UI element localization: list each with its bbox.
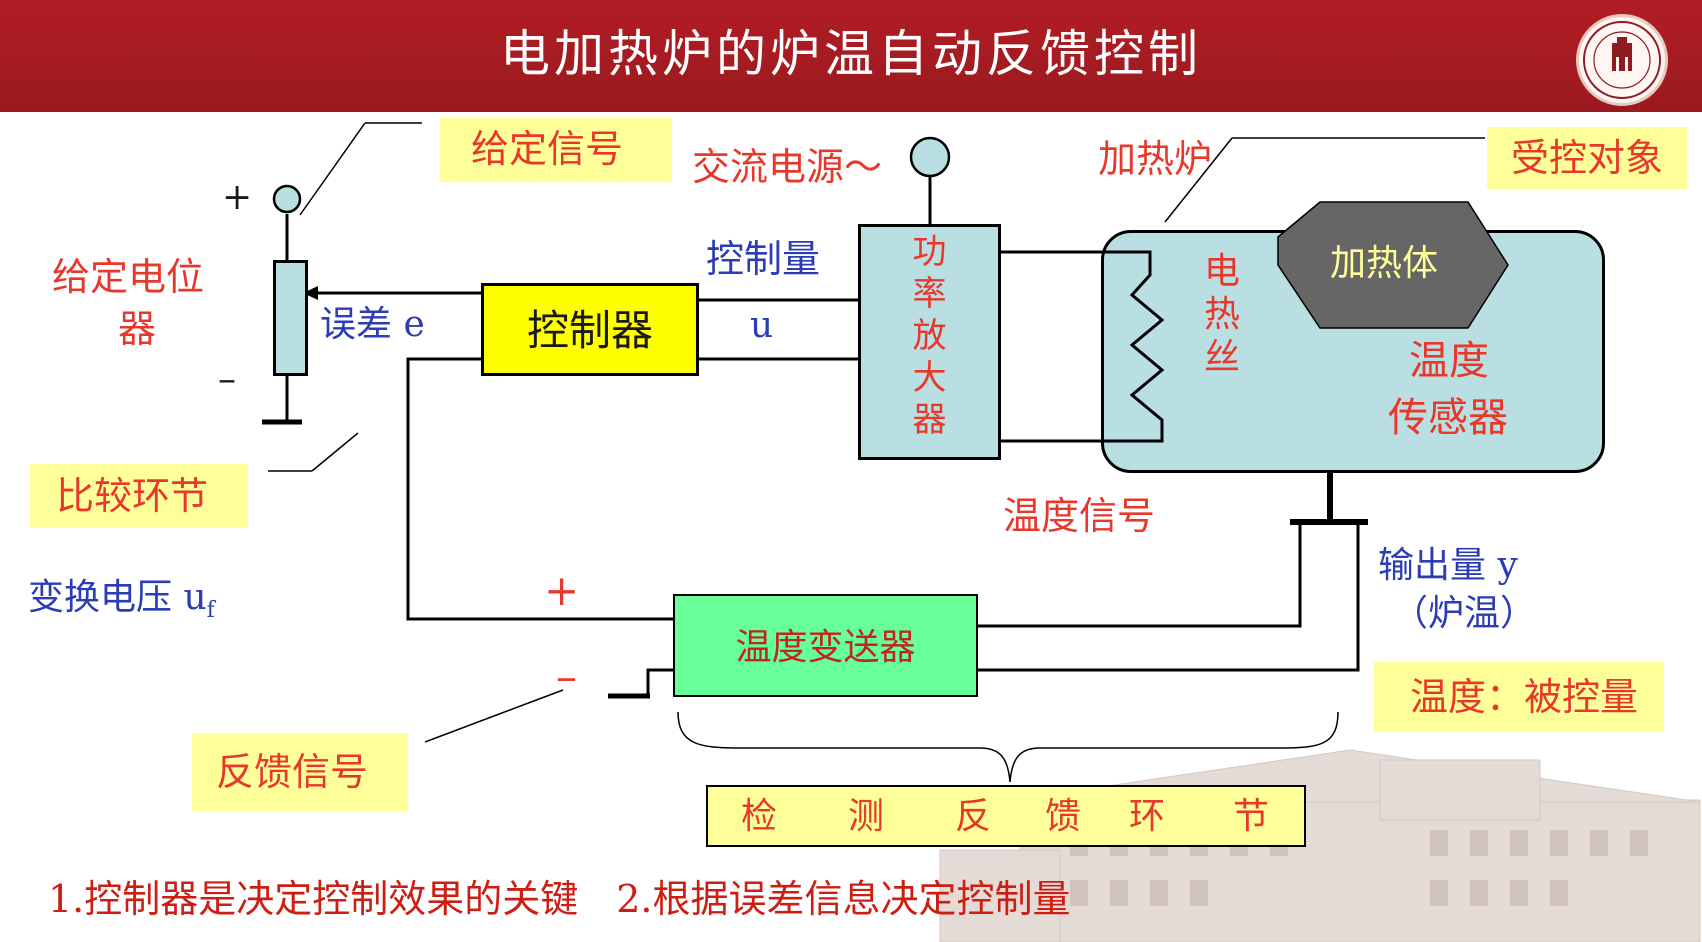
title-bar: 电加热炉的炉温自动反馈控制 [0,0,1702,112]
heating-wire-char-3: 丝 [1204,337,1241,378]
sensor-to-transmitter-wire-2 [978,524,1360,672]
detect-brace [677,711,1339,783]
transmitter-label: 温度变送器 [735,627,916,668]
power-amplifier-box: 功 率 放 大 器 [858,224,1001,460]
controlled-quantity-label: 温度：被控量 [1410,675,1639,719]
given-signal-box: 给定信号 [440,118,672,182]
footer-note: 1.控制器是决定控制效果的关键 2.根据误差信息决定控制量 [48,877,1071,921]
furnace-temp-label: （炉温） [1392,593,1537,634]
feedback-plus-wire [406,357,673,621]
feedback-plus-sign: + [544,566,580,615]
amplifier-char-4: 大 [912,358,947,398]
error-arrowhead [303,286,318,300]
amplifier-char-3: 放 [912,316,947,356]
detect-feedback-box: 检 测 反 馈 环 节 [706,785,1306,847]
control-quantity-label: 控制量 [706,237,821,281]
detect-char-4: 馈 [1045,796,1082,837]
error-label: 误差 e [320,304,425,345]
given-potentiometer [273,260,308,376]
controlled-object-label: 受控对象 [1511,136,1664,180]
given-pot-label-line2: 器 [118,307,157,351]
sensor-label-line1: 温度 [1409,338,1489,384]
temperature-signal-label: 温度信号 [1003,494,1156,538]
university-seal-icon [1576,14,1668,106]
controlled-object-box: 受控对象 [1487,127,1687,189]
leader-given-signal [299,122,366,216]
heating-wire-char-1: 电 [1204,251,1241,292]
pot-plus-sign: + [222,177,253,218]
detect-char-3: 反 [955,796,992,837]
feedback-minus-sign: – [556,652,577,701]
feedback-signal-label: 反馈信号 [216,750,369,794]
pot-terminal [272,184,302,214]
feedback-signal-box: 反馈信号 [192,733,408,811]
detect-char-5: 环 [1129,796,1166,837]
control-u-label: u [750,305,774,346]
detect-char-6: 节 [1233,796,1270,837]
heater-label: 加热体 [1330,243,1439,284]
pot-minus-sign: – [218,359,236,400]
ac-power-terminal [909,136,951,178]
controlled-quantity-box: 温度：被控量 [1374,662,1664,732]
controller-box: 控制器 [481,283,699,376]
detect-char-1: 检 [741,796,778,837]
leader-feedback [424,689,564,743]
leader-furnace [1164,137,1233,223]
heating-wire-char-2: 热 [1204,294,1241,335]
feedback-minus-wire [646,668,673,694]
amplifier-char-2: 率 [912,274,947,314]
compare-label: 比较环节 [56,474,209,518]
furnace-label: 加热炉 [1098,137,1213,181]
given-pot-label-line1: 给定电位 [52,255,205,299]
output-quantity-label: 输出量 y [1378,545,1518,586]
amplifier-char-1: 功 [912,232,947,272]
compare-box: 比较环节 [30,464,248,528]
heater-hexagon [1277,201,1509,329]
ac-power-label: 交流电源～ [692,145,883,189]
detect-char-2: 测 [848,796,885,837]
page-title: 电加热炉的炉温自动反馈控制 [500,25,1202,83]
controller-label: 控制器 [526,306,653,355]
sensor-to-transmitter-wire-1 [978,524,1302,628]
conversion-voltage-label: 变换电压 uf [28,577,215,624]
amplifier-char-5: 器 [912,400,947,440]
temperature-transmitter-box: 温度变送器 [673,594,978,697]
sensor-label-line2: 传感器 [1388,395,1508,441]
given-signal-label: 给定信号 [471,127,624,171]
